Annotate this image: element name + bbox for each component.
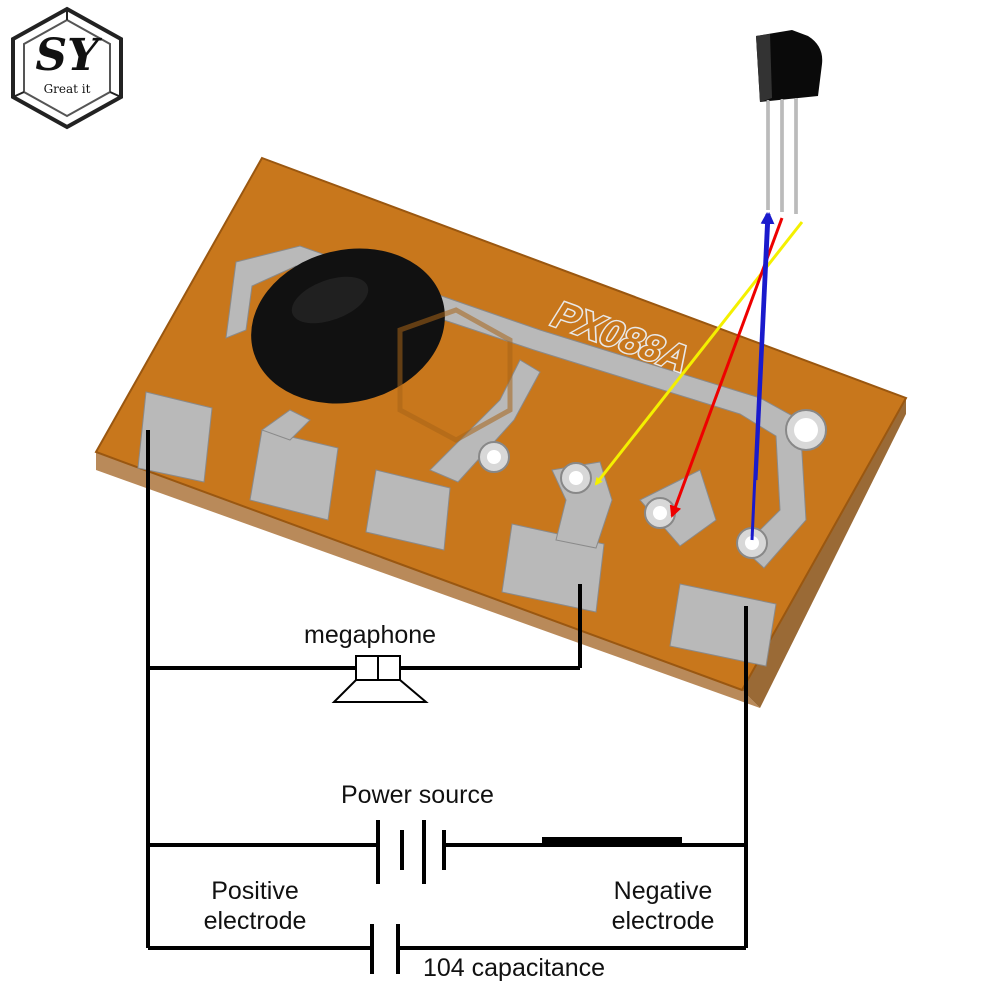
- blue-lead-arrow-up: [754, 212, 775, 481]
- logo-hexagon: [11, 6, 123, 130]
- wire-thick-segment: [542, 837, 682, 845]
- logo-mark: SY: [35, 30, 99, 81]
- negative-label-line1: Negative: [613, 877, 713, 905]
- transistor-icon: [756, 30, 823, 214]
- copper-traces: [137, 245, 807, 667]
- positive-label-line2: electrode: [203, 907, 307, 935]
- capacitor-icon: [370, 924, 400, 974]
- negative-label-line2: electrode: [611, 907, 715, 935]
- power-source-label: Power source: [341, 781, 494, 809]
- chip-blob: [251, 248, 445, 404]
- watermark-hexagon: [397, 307, 513, 443]
- board-side: [742, 398, 906, 708]
- positive-label-line1: Positive: [211, 877, 299, 905]
- through-holes: [478, 409, 827, 559]
- positive-electrode-label: Positive electrode: [190, 876, 320, 936]
- speaker-icon: [331, 655, 429, 703]
- capacitor-label: 104 capacitance: [423, 954, 606, 982]
- pcb-board: PX088A: [94, 156, 908, 708]
- battery-icon: [376, 820, 446, 884]
- brand-logo: SY Great it: [8, 6, 126, 130]
- logo-tagline: Great it: [43, 82, 91, 96]
- speaker-label: megaphone: [304, 621, 437, 649]
- board-edge: [96, 452, 760, 708]
- blue-lead-arrow: [750, 212, 773, 541]
- negative-electrode-label: Negative electrode: [598, 876, 728, 936]
